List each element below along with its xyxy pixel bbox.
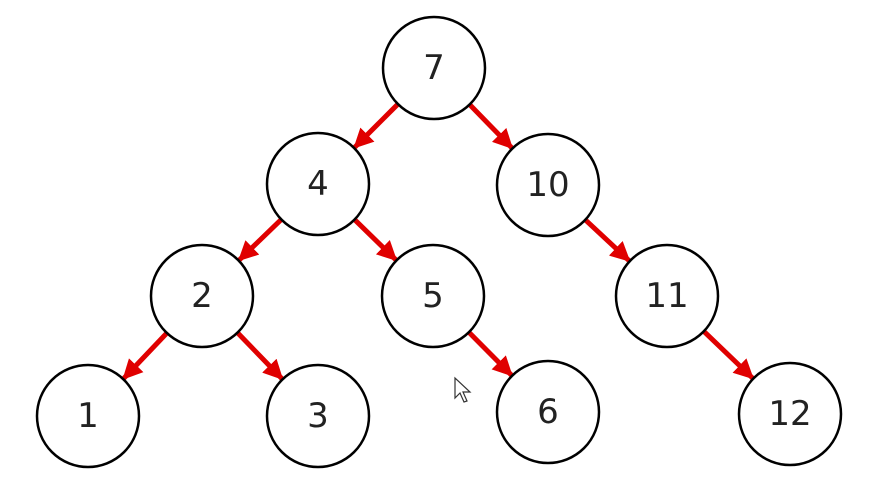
tree-node-10: 10 [495, 132, 601, 238]
node-circle [265, 131, 371, 237]
node-circle [149, 243, 255, 349]
edge-arrow-n4-n5 [352, 217, 398, 262]
node-label: 7 [423, 48, 445, 88]
mouse-cursor-icon [454, 376, 472, 403]
tree-node-2: 2 [149, 243, 255, 349]
edge-arrow-n10-n11 [583, 217, 631, 263]
node-label: 5 [422, 276, 444, 316]
node-label: 3 [307, 396, 329, 436]
tree-node-12: 12 [737, 361, 843, 467]
node-circle [265, 363, 371, 469]
edge-arrow-n11-n12 [702, 329, 755, 380]
tree-node-7: 7 [381, 15, 487, 121]
edge-arrow-n2-n1 [122, 331, 169, 381]
node-label: 4 [307, 164, 329, 204]
node-label: 11 [645, 276, 688, 316]
node-circle [614, 243, 720, 349]
edge-arrow-n7-n4 [353, 102, 400, 149]
tree-node-11: 11 [614, 243, 720, 349]
node-label: 6 [537, 392, 559, 432]
edge-arrow-n7-n10 [467, 102, 514, 150]
edge-arrow-n2-n3 [235, 330, 284, 381]
node-label: 2 [191, 276, 213, 316]
node-circle [381, 15, 487, 121]
edge-arrow-n5-n6 [467, 330, 514, 377]
node-label: 10 [526, 165, 569, 205]
edge-arrow-n4-n2 [237, 217, 284, 262]
tree-node-1: 1 [35, 363, 141, 469]
node-circle [495, 132, 601, 238]
node-circle [380, 243, 486, 349]
tree-node-3: 3 [265, 363, 371, 469]
tree-node-4: 4 [265, 131, 371, 237]
node-label: 1 [77, 396, 99, 436]
tree-node-6: 6 [495, 359, 601, 465]
node-circle [495, 359, 601, 465]
node-circle [35, 363, 141, 469]
node-circle [737, 361, 843, 467]
node-label: 12 [768, 394, 811, 434]
tree-node-5: 5 [380, 243, 486, 349]
